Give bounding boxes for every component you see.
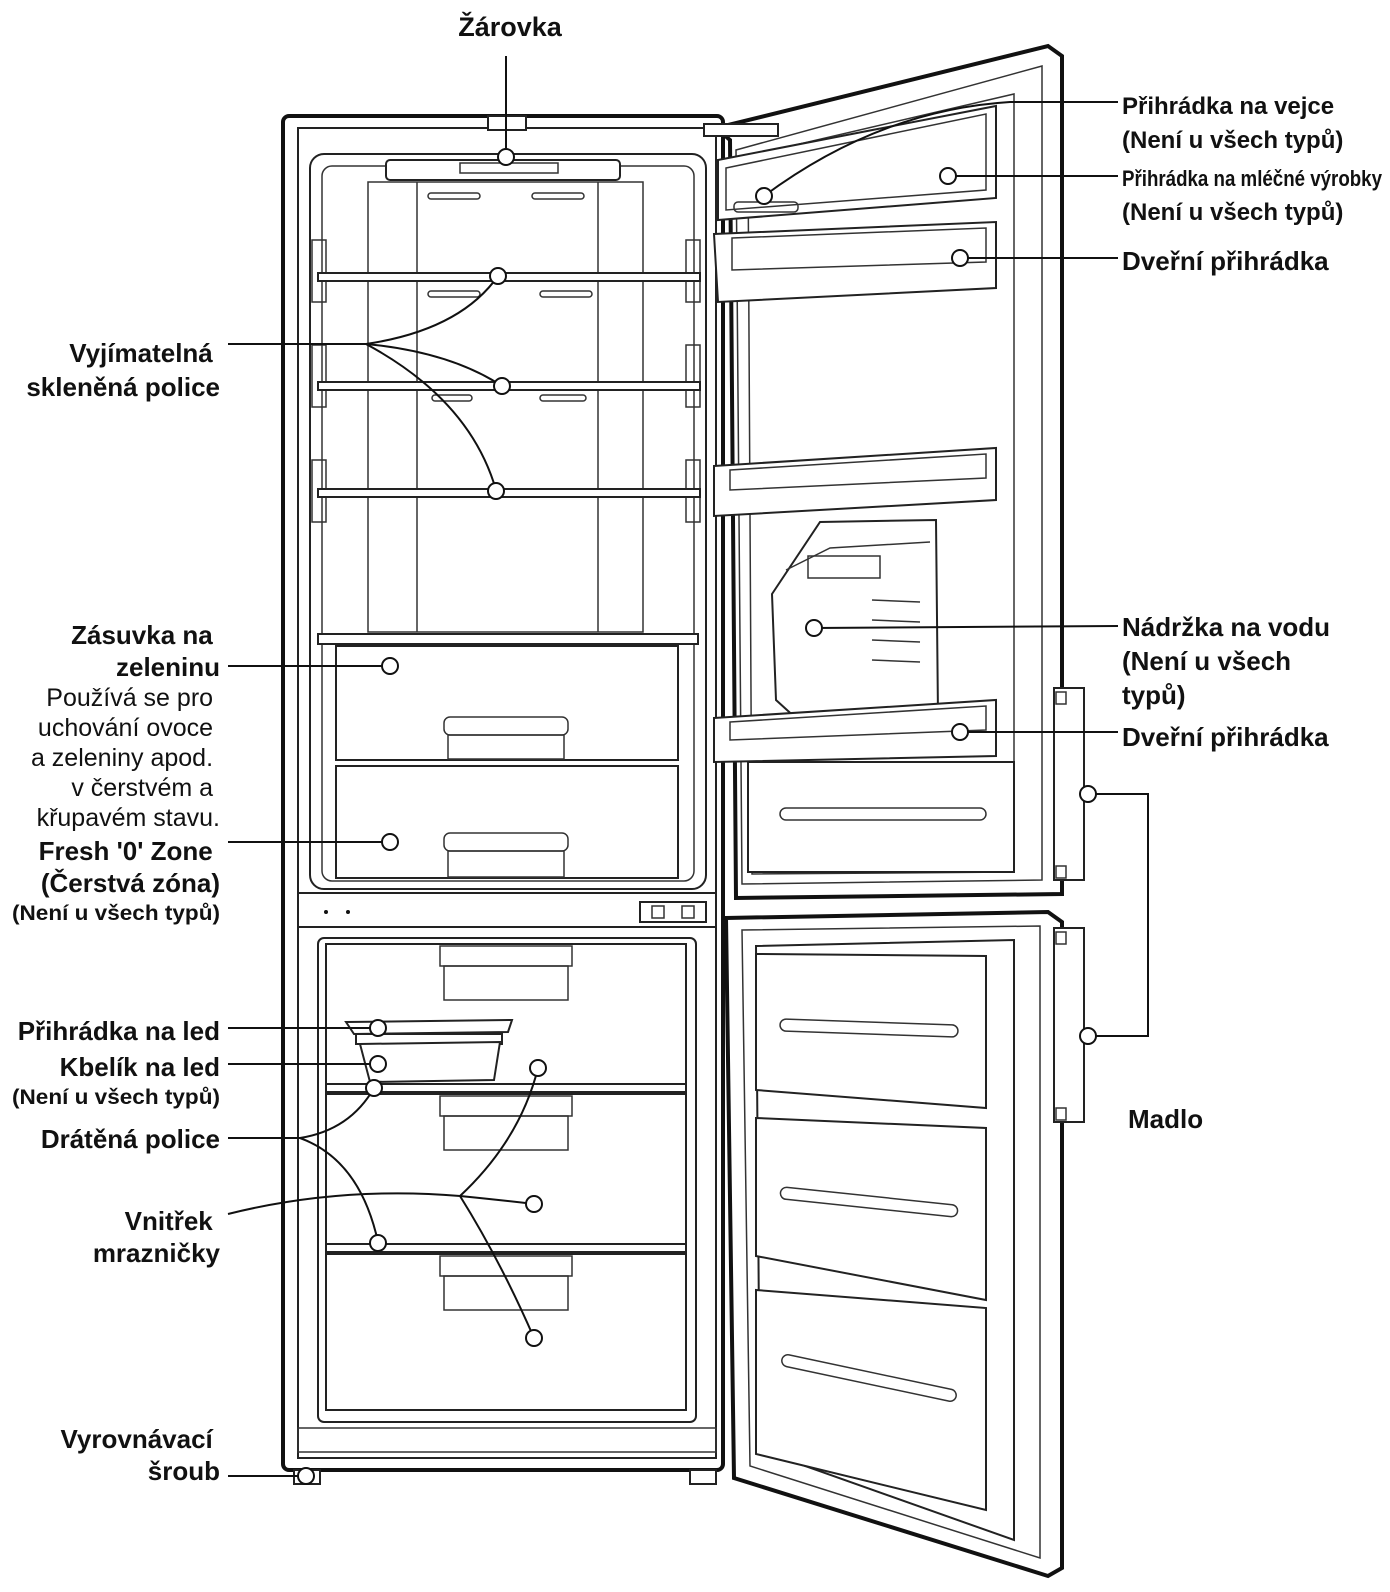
fridge-door	[703, 43, 1085, 901]
label-vegetable-desc: Používá se pro uchování ovoce a zeleniny…	[31, 684, 220, 832]
dairy-compartment	[717, 104, 997, 222]
dot-freezer-2	[525, 1195, 543, 1213]
label-door-bin-bottom: Dveřní přihrádka	[1122, 722, 1329, 752]
label-wire-shelf: Drátěná police	[41, 1124, 220, 1154]
ice-tray	[344, 1018, 514, 1036]
dot-dairy	[939, 167, 957, 185]
dot-ice-bucket	[369, 1055, 387, 1073]
label-glass-shelf: Vyjímatelná skleněná police	[26, 338, 220, 402]
control-strip	[297, 892, 717, 928]
label-bulb: Žárovka	[458, 11, 563, 42]
door-bin-top	[712, 220, 997, 304]
dot-freezer-3	[525, 1329, 543, 1347]
label-leveling-screw: Vyrovnávací šroub	[61, 1424, 220, 1486]
dot-door-bin-bottom	[951, 723, 969, 741]
dot-freezer-1	[529, 1059, 547, 1077]
dot-shelf-1	[489, 267, 507, 285]
label-freezer-inside: Vnitřek mrazničky	[93, 1206, 221, 1268]
dot-leveling-screw	[297, 1467, 315, 1485]
label-fresh-zone: Fresh '0' Zone (Čerstvá zóna)	[39, 836, 220, 898]
label-ice-tray: Přihrádka na led	[18, 1016, 220, 1046]
freezer-door	[723, 909, 1085, 1579]
door-bin-middle	[713, 446, 997, 518]
dot-shelf-3	[487, 482, 505, 500]
dot-shelf-2	[493, 377, 511, 395]
dot-handle-bottom	[1079, 1027, 1097, 1045]
dot-water-tank	[805, 619, 823, 637]
dot-bulb	[497, 148, 515, 166]
dot-door-bin-top	[951, 249, 969, 267]
dot-wire-shelf-2	[369, 1234, 387, 1252]
freezer-door-handle	[1053, 927, 1085, 1123]
door-bin-bottom	[713, 698, 997, 764]
dot-ice-tray	[369, 1019, 387, 1037]
dot-wire-shelf-1	[365, 1079, 383, 1097]
dot-handle-top	[1079, 785, 1097, 803]
label-door-bin-top: Dveřní přihrádka	[1122, 246, 1329, 276]
dot-egg-tray	[755, 187, 773, 205]
callout-dots	[297, 148, 1097, 1485]
freezer-compartment	[297, 937, 717, 1453]
label-egg-tray: Přihrádka na vejce (Není u všech typů)	[1122, 93, 1343, 154]
label-water-tank: Nádržka na vodu (Není u všech typů)	[1122, 612, 1337, 710]
dot-fresh-zone	[381, 833, 399, 851]
label-ice-bucket-note: (Není u všech typů)	[12, 1086, 220, 1109]
fridge-door-handle	[1053, 687, 1085, 881]
label-dairy-note: (Není u všech typů)	[1122, 199, 1343, 226]
label-handle: Madlo	[1128, 1104, 1203, 1134]
ice-bucket	[358, 1040, 502, 1084]
label-fresh-zone-note: (Není u všech typů)	[12, 902, 220, 925]
labels: Žárovka Vyjímatelná skleněná police Zásu…	[12, 11, 1383, 1486]
leader-lines	[227, 56, 1149, 1477]
label-vegetable-drawer: Zásuvka na zeleninu	[71, 620, 220, 682]
leveling-feet	[293, 1469, 717, 1485]
label-ice-bucket: Kbelík na led	[60, 1052, 220, 1082]
dot-vegetable-drawer	[381, 657, 399, 675]
label-dairy: Přihrádka na mléčné výrobky	[1122, 166, 1383, 191]
